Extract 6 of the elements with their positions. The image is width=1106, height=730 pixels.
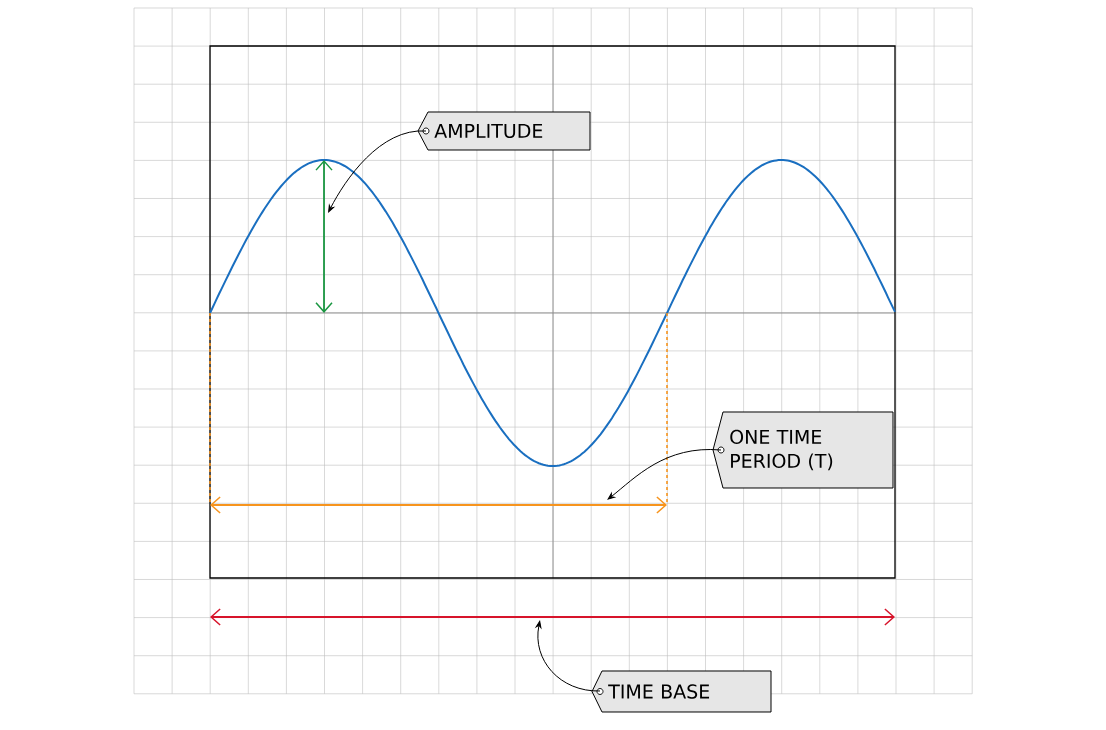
tag-label: ONE TIME PERIOD (T) [712, 411, 894, 489]
tag-label: AMPLITUDE [417, 111, 591, 151]
leader-line [328, 130, 427, 213]
leader-line [607, 449, 722, 500]
leader-line [535, 620, 601, 692]
tag-label: TIME BASE [591, 670, 772, 713]
